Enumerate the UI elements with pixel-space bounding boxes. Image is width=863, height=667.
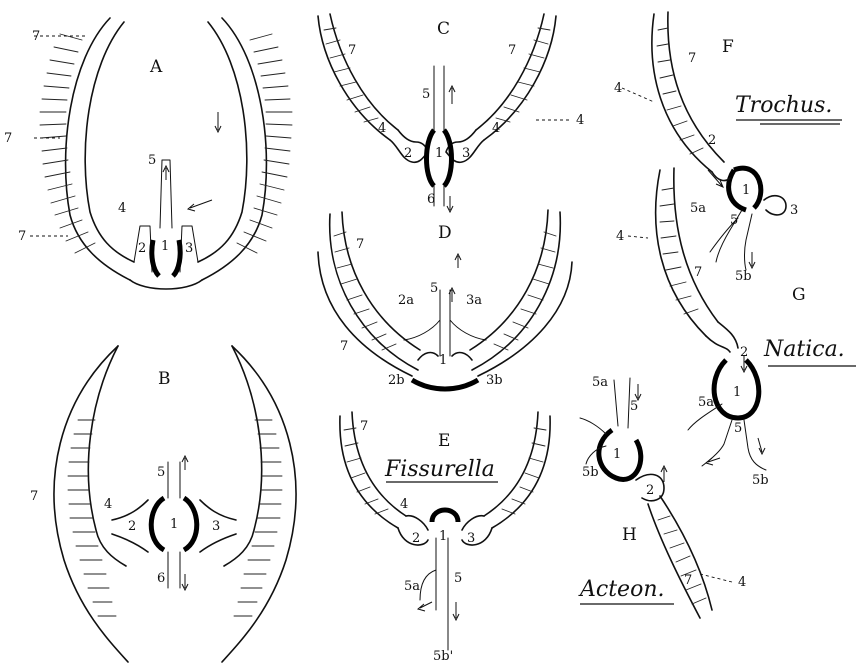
label-b-1: 1 — [170, 517, 178, 532]
label-c-4-left: 4 — [378, 121, 386, 136]
label-a-2: 2 — [138, 241, 146, 256]
label-b-4: 4 — [104, 497, 112, 512]
label-d-3a: 3a — [466, 293, 482, 308]
label-b-3: 3 — [212, 519, 220, 534]
label-c-7-right: 7 — [508, 43, 516, 58]
label-e-4: 4 — [400, 497, 408, 512]
label-d-7-low: 7 — [340, 339, 348, 354]
label-b-7: 7 — [30, 489, 38, 504]
label-h-5b: 5b — [582, 465, 599, 480]
label-f-1: 1 — [742, 183, 750, 198]
label-g-2: 2 — [740, 345, 748, 360]
label-c-5: 5 — [422, 87, 430, 102]
label-c-2: 2 — [404, 146, 412, 161]
label-d-2b: 2b — [388, 373, 405, 388]
label-f-5a: 5a — [690, 201, 706, 216]
label-d-1: 1 — [439, 353, 447, 368]
genus-label-trochus: Trochus. — [735, 93, 832, 118]
label-b-5: 5 — [157, 465, 165, 480]
label-d-3b: 3b — [486, 373, 503, 388]
label-h-4: 4 — [738, 575, 746, 590]
label-a-1: 1 — [161, 239, 169, 254]
label-h-1: 1 — [613, 447, 621, 462]
label-e-2: 2 — [412, 531, 420, 546]
label-c-3: 3 — [462, 146, 470, 161]
label-a-7-top: 7 — [32, 29, 40, 44]
figure-letter-f: F — [722, 37, 734, 57]
label-g-5: 5 — [734, 421, 742, 436]
label-b-2: 2 — [128, 519, 136, 534]
label-e-1: 1 — [439, 529, 447, 544]
label-h-2: 2 — [646, 483, 654, 498]
figure-letter-g: G — [792, 285, 806, 305]
label-c-1: 1 — [435, 146, 443, 161]
trochus-underline — [736, 120, 842, 124]
label-d-2a: 2a — [398, 293, 414, 308]
label-c-7-left: 7 — [348, 43, 356, 58]
label-f-2: 2 — [708, 133, 716, 148]
figure-letter-a: A — [149, 57, 163, 77]
label-e-7: 7 — [360, 419, 368, 434]
label-c-4-right: 4 — [576, 113, 584, 128]
label-f-5b: 5b — [735, 269, 752, 284]
label-c-6: 6 — [427, 192, 435, 207]
label-h-7: 7 — [684, 573, 692, 588]
label-e-5: 5 — [454, 571, 462, 586]
label-a-7-mid: 7 — [4, 131, 12, 146]
figure-letter-e: E — [438, 431, 450, 451]
label-e-3: 3 — [467, 531, 475, 546]
label-f-5: 5 — [730, 213, 738, 228]
figure-letter-b: B — [158, 369, 171, 389]
label-h-5a: 5a — [592, 375, 608, 390]
label-g-5a: 5a — [698, 395, 714, 410]
label-e-5a: 5a — [404, 579, 420, 594]
label-a-4: 4 — [118, 201, 126, 216]
label-f-3: 3 — [790, 203, 798, 218]
label-g-7: 7 — [694, 265, 702, 280]
label-h-5: 5 — [630, 399, 638, 414]
label-f-7: 7 — [688, 51, 696, 66]
label-d-5: 5 — [430, 281, 438, 296]
label-a-5: 5 — [148, 153, 156, 168]
genus-label-acteon: Acteon. — [578, 577, 664, 602]
figure-letter-c: C — [437, 19, 450, 39]
label-f-4: 4 — [614, 81, 622, 96]
label-g-4: 4 — [616, 229, 624, 244]
label-c-4-mid: 4 — [492, 121, 500, 136]
figure-f — [622, 12, 786, 270]
label-d-7-left: 7 — [356, 237, 364, 252]
label-g-5b: 5b — [752, 473, 769, 488]
label-g-1: 1 — [733, 385, 741, 400]
genus-label-natica: Natica. — [763, 337, 845, 362]
label-a-3: 3 — [185, 241, 193, 256]
figure-letter-h: H — [622, 525, 637, 545]
label-e-5b: 5b' — [433, 649, 453, 664]
figure-letter-d: D — [438, 223, 452, 243]
label-a-7-bottom: 7 — [18, 229, 26, 244]
genus-label-fissurella: Fissurella — [384, 457, 495, 482]
label-b-6: 6 — [157, 571, 165, 586]
figure-b — [54, 346, 296, 662]
